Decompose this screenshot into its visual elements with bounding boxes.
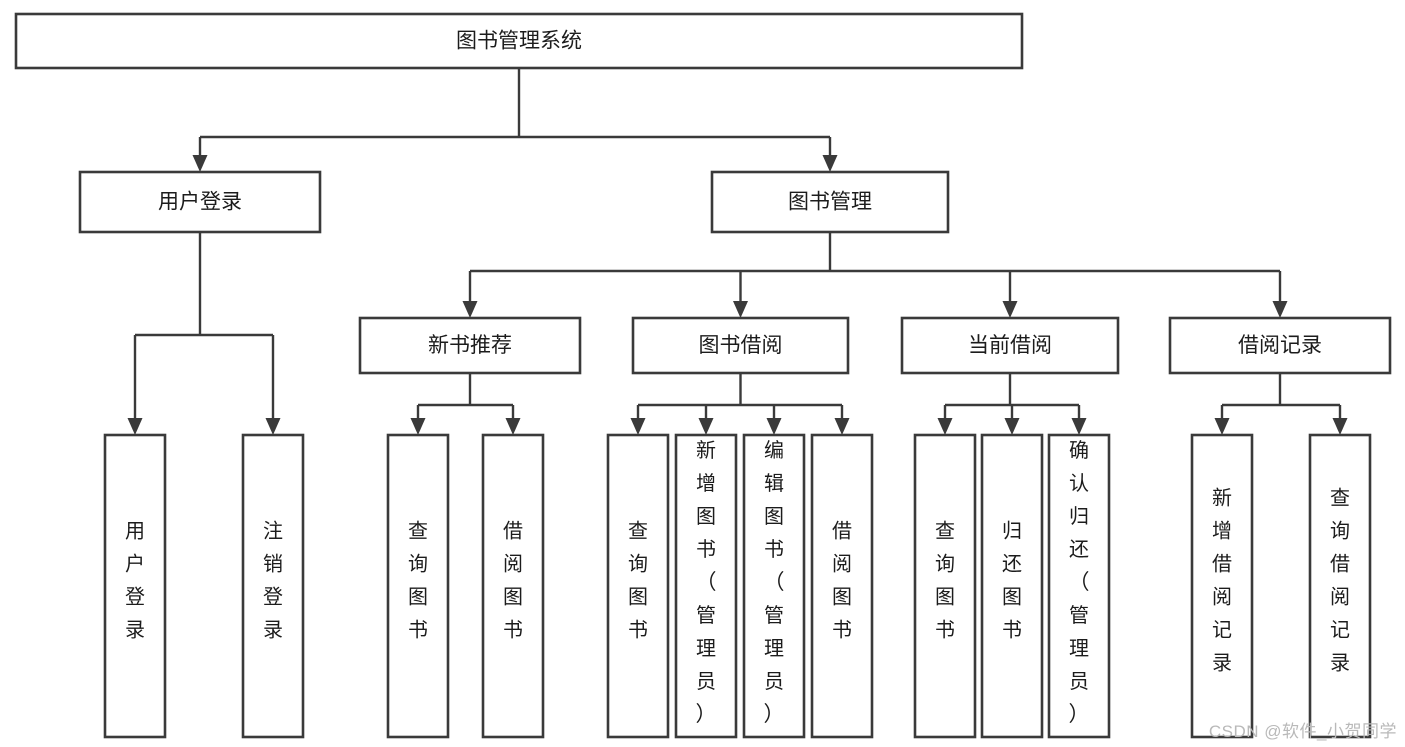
connector-arrowhead — [630, 418, 646, 435]
node-label: 用户登录 — [158, 191, 242, 214]
connector-arrowhead — [505, 418, 521, 435]
node-label: 图书借阅 — [699, 334, 783, 357]
node-label: 图书管理 — [788, 191, 872, 214]
node-box — [1047, 433, 1111, 739]
connector-arrowhead — [1071, 418, 1087, 435]
node-box — [241, 433, 305, 739]
node-new-book-rec[interactable]: 新书推荐 — [358, 316, 582, 375]
node-box — [710, 170, 950, 234]
node-box — [980, 433, 1044, 739]
csdn-watermark: CSDN @软件_小贺同学 — [1208, 722, 1397, 741]
node-label: 用户登录 — [125, 521, 145, 642]
node-box — [631, 316, 850, 375]
node-box — [913, 433, 977, 739]
node-label: 借阅图书 — [503, 520, 523, 642]
connector-arrowhead — [1002, 301, 1018, 318]
node-box — [78, 170, 322, 234]
node-box — [606, 433, 670, 739]
connector-arrowhead — [192, 155, 208, 172]
connector-arrowhead — [1332, 418, 1348, 435]
node-box — [810, 433, 874, 739]
connector-arrowhead — [698, 418, 714, 435]
node-borrow-record[interactable]: 借阅记录 — [1168, 316, 1392, 375]
node-borrow-book-2[interactable]: 借阅图书 — [810, 433, 874, 739]
connector-arrowhead — [937, 418, 953, 435]
node-add-book-admin[interactable]: 新增图书（管理员） — [674, 433, 738, 739]
node-box — [900, 316, 1120, 375]
node-box — [14, 12, 1024, 70]
node-query-book-3[interactable]: 查询图书 — [913, 433, 977, 739]
node-box — [358, 316, 582, 375]
node-borrow-book-1[interactable]: 借阅图书 — [481, 433, 545, 739]
node-label: 新书推荐 — [428, 334, 512, 357]
node-label: 新增借阅记录 — [1212, 487, 1232, 675]
node-label: 注销登录 — [263, 520, 283, 642]
node-layer: 图书管理系统用户登录用户登录注销登录图书管理新书推荐查询图书借阅图书图书借阅查询… — [14, 12, 1392, 739]
node-edit-book-admin[interactable]: 编辑图书（管理员） — [742, 433, 806, 739]
node-return-book[interactable]: 归还图书 — [980, 433, 1044, 739]
node-label: 借阅记录 — [1238, 334, 1322, 357]
node-box — [742, 433, 806, 739]
node-label: 归还图书 — [1002, 520, 1022, 642]
node-label: 查询借阅记录 — [1330, 487, 1350, 675]
node-query-book-1[interactable]: 查询图书 — [386, 433, 450, 739]
node-query-borrow-record[interactable]: 查询借阅记录 — [1308, 433, 1372, 739]
node-box — [1168, 316, 1392, 375]
connector-arrowhead — [834, 418, 850, 435]
node-label: 编辑图书（管理员） — [764, 439, 785, 726]
connector-arrowhead — [127, 418, 143, 435]
connector-arrowhead — [410, 418, 426, 435]
node-label: 借阅图书 — [832, 520, 852, 642]
node-label: 查询图书 — [935, 520, 955, 642]
connector-arrowhead — [1272, 301, 1288, 318]
connector-arrowhead — [462, 301, 478, 318]
node-user-login-leaf[interactable]: 用户登录 — [103, 433, 167, 739]
node-label: 查询图书 — [408, 520, 428, 642]
node-label: 当前借阅 — [968, 334, 1052, 357]
node-label: 确认归还（管理员） — [1069, 439, 1090, 726]
node-box — [674, 433, 738, 739]
node-box — [386, 433, 450, 739]
node-box — [1190, 433, 1254, 739]
node-label: 图书管理系统 — [456, 30, 582, 53]
node-box — [1308, 433, 1372, 739]
node-book-manage[interactable]: 图书管理 — [710, 170, 950, 234]
node-query-book-2[interactable]: 查询图书 — [606, 433, 670, 739]
connector-arrowhead — [766, 418, 782, 435]
node-book-borrow[interactable]: 图书借阅 — [631, 316, 850, 375]
node-user-login[interactable]: 用户登录 — [78, 170, 322, 234]
node-current-borrow[interactable]: 当前借阅 — [900, 316, 1120, 375]
node-label: 查询图书 — [628, 520, 648, 642]
connector-arrowhead — [822, 155, 838, 172]
connector-layer — [127, 68, 1348, 435]
node-root[interactable]: 图书管理系统 — [14, 12, 1024, 70]
node-box — [103, 433, 167, 739]
node-box — [481, 433, 545, 739]
node-add-borrow-record[interactable]: 新增借阅记录 — [1190, 433, 1254, 739]
connector-arrowhead — [1214, 418, 1230, 435]
connector-arrowhead — [265, 418, 281, 435]
node-confirm-return-admin[interactable]: 确认归还（管理员） — [1047, 433, 1111, 739]
connector-arrowhead — [1004, 418, 1020, 435]
connector-arrowhead — [733, 301, 748, 318]
node-user-logout-leaf[interactable]: 注销登录 — [241, 433, 305, 739]
node-label: 新增图书（管理员） — [696, 439, 717, 726]
